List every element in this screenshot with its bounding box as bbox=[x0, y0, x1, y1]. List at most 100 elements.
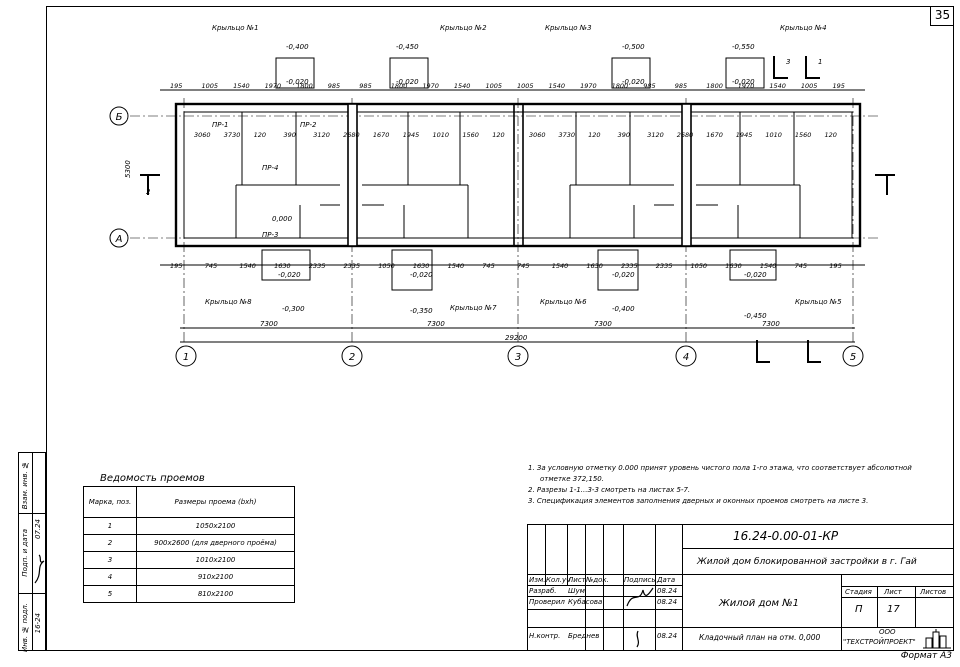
dim-top: 1540 bbox=[769, 82, 786, 90]
dim-top: 195 bbox=[833, 82, 845, 90]
dim-top: 1005 bbox=[202, 82, 219, 90]
sheet-title: Кладочный план на отм. 0,000 bbox=[699, 633, 821, 642]
schedule-col-size: Размеры проема (bxh) bbox=[136, 486, 295, 518]
room-label-pr3: ПР-3 bbox=[262, 231, 278, 239]
sheet-label: Лист bbox=[884, 588, 902, 596]
note-1: 1. За условную отметку 0.000 принят уров… bbox=[528, 464, 912, 472]
dim-room: 2680 bbox=[677, 131, 694, 139]
dim-top: 1540 bbox=[549, 82, 566, 90]
dim-room: 1945 bbox=[736, 131, 753, 139]
dim-bottom: 195 bbox=[170, 262, 182, 270]
date-proveril: 08.24 bbox=[657, 598, 678, 606]
dim-top: 195 bbox=[170, 82, 182, 90]
dim-top: 1800 bbox=[706, 82, 723, 90]
schedule-mark: 5 bbox=[83, 585, 137, 603]
schedule-size: 1010х2100 bbox=[136, 551, 295, 569]
porch-1-lower: -0,020 bbox=[286, 78, 309, 86]
dim-bottom: 1540 bbox=[448, 262, 465, 270]
dim-top: 1970 bbox=[580, 82, 597, 90]
head-list: Лист bbox=[568, 576, 586, 584]
role-nkontr: Н.контр. bbox=[529, 632, 561, 640]
dim-room: 3730 bbox=[559, 131, 576, 139]
schedule-size: 910х2100 bbox=[136, 568, 295, 586]
sheets-label: Листов bbox=[920, 588, 947, 596]
dim-bottom: 2335 bbox=[344, 262, 361, 270]
dim-bottom: 195 bbox=[829, 262, 841, 270]
dim-bottom: 745 bbox=[482, 262, 494, 270]
axis-col-5: 5 bbox=[850, 352, 856, 363]
dim-room: 3120 bbox=[313, 131, 330, 139]
porch-2-label: Крыльцо №2 bbox=[440, 24, 487, 32]
dim-top: 1005 bbox=[801, 82, 818, 90]
page-number: 35 bbox=[930, 6, 954, 26]
dim-bottom: 2335 bbox=[656, 262, 673, 270]
dim-room: 2680 bbox=[343, 131, 360, 139]
dim-bottom: 1050 bbox=[691, 262, 708, 270]
dim-top: 1800 bbox=[391, 82, 408, 90]
dim-top: 1540 bbox=[454, 82, 471, 90]
dim-top: 1970 bbox=[265, 82, 282, 90]
porch-7-label: Крыльцо №7 bbox=[450, 304, 497, 312]
signature-image bbox=[34, 554, 45, 584]
doc-code: 16.24-0.00-01-КР bbox=[733, 529, 839, 543]
project-name: Жилой дом блокированной застройки в г. Г… bbox=[697, 557, 917, 567]
axis-row-b: Б bbox=[116, 112, 123, 123]
dim-room: 3060 bbox=[529, 131, 546, 139]
dim-top: 985 bbox=[359, 82, 371, 90]
schedule-mark: 3 bbox=[83, 551, 137, 569]
dim-top: 985 bbox=[328, 82, 340, 90]
dim-room: 120 bbox=[492, 131, 504, 139]
porch-8-level: -0,300 bbox=[282, 305, 305, 313]
head-data: Дата bbox=[657, 576, 676, 584]
porch-4-upper: -0,550 bbox=[732, 43, 755, 51]
org-line-2: "ТЕХСТРОЙПРОЕКТ" bbox=[843, 638, 916, 646]
dim-top: 1800 bbox=[296, 82, 313, 90]
head-podpis: Подпись bbox=[624, 576, 656, 584]
head-koluch: Кол.уч bbox=[546, 576, 571, 584]
company-logo bbox=[923, 629, 951, 649]
section-mark-2: 2 bbox=[146, 188, 151, 196]
stamp-inv-value: 16-24 bbox=[34, 613, 42, 634]
dim-room: 1010 bbox=[433, 131, 450, 139]
dim-room: 3730 bbox=[224, 131, 241, 139]
dim-room: 390 bbox=[618, 131, 630, 139]
stamp-sign-date: Подп. и дата bbox=[21, 529, 29, 577]
date-razrab: 08.24 bbox=[657, 587, 678, 595]
dim-top: 1800 bbox=[612, 82, 629, 90]
axis-col-4: 4 bbox=[683, 352, 689, 363]
note-1-cont: отметке 372,150. bbox=[540, 475, 604, 483]
porch-4-lower: -0,020 bbox=[732, 78, 755, 86]
total-dim: 29200 bbox=[505, 334, 528, 342]
porch-7-lower: -0,020 bbox=[410, 271, 433, 279]
role-proveril: Проверил bbox=[529, 598, 565, 606]
axis-col-2: 2 bbox=[349, 352, 355, 363]
porch-3-upper: -0,500 bbox=[622, 43, 645, 51]
drawing-frame bbox=[46, 6, 954, 651]
schedule-title: Ведомость проемов bbox=[100, 473, 205, 484]
name-razrab: Шум bbox=[568, 587, 585, 595]
porch-6-label: Крыльцо №6 bbox=[540, 298, 587, 306]
porch-2-upper: -0,450 bbox=[396, 43, 419, 51]
section-mark-1: 1 bbox=[818, 58, 822, 66]
stamp-vzam: Взам. инв. № bbox=[21, 461, 29, 510]
bay-dim-3: 7300 bbox=[594, 320, 612, 328]
name-nkontr: Бреднев bbox=[568, 632, 600, 640]
porch-5-label: Крыльцо №5 bbox=[795, 298, 842, 306]
dim-bottom: 745 bbox=[205, 262, 217, 270]
signature-image bbox=[636, 630, 640, 648]
dim-top: 985 bbox=[643, 82, 655, 90]
room-label-pr4: ПР-4 bbox=[262, 164, 278, 172]
dim-bottom: 745 bbox=[517, 262, 529, 270]
porch-4-label: Крыльцо №4 bbox=[780, 24, 827, 32]
section-mark-3: 3 bbox=[786, 58, 790, 66]
dim-bottom: 1630 bbox=[274, 262, 291, 270]
axis-col-1: 1 bbox=[183, 352, 189, 363]
dim-bottom: 2335 bbox=[309, 262, 326, 270]
dim-top: 1970 bbox=[422, 82, 439, 90]
head-ndok: №док. bbox=[586, 576, 609, 584]
dim-top: 1005 bbox=[486, 82, 503, 90]
